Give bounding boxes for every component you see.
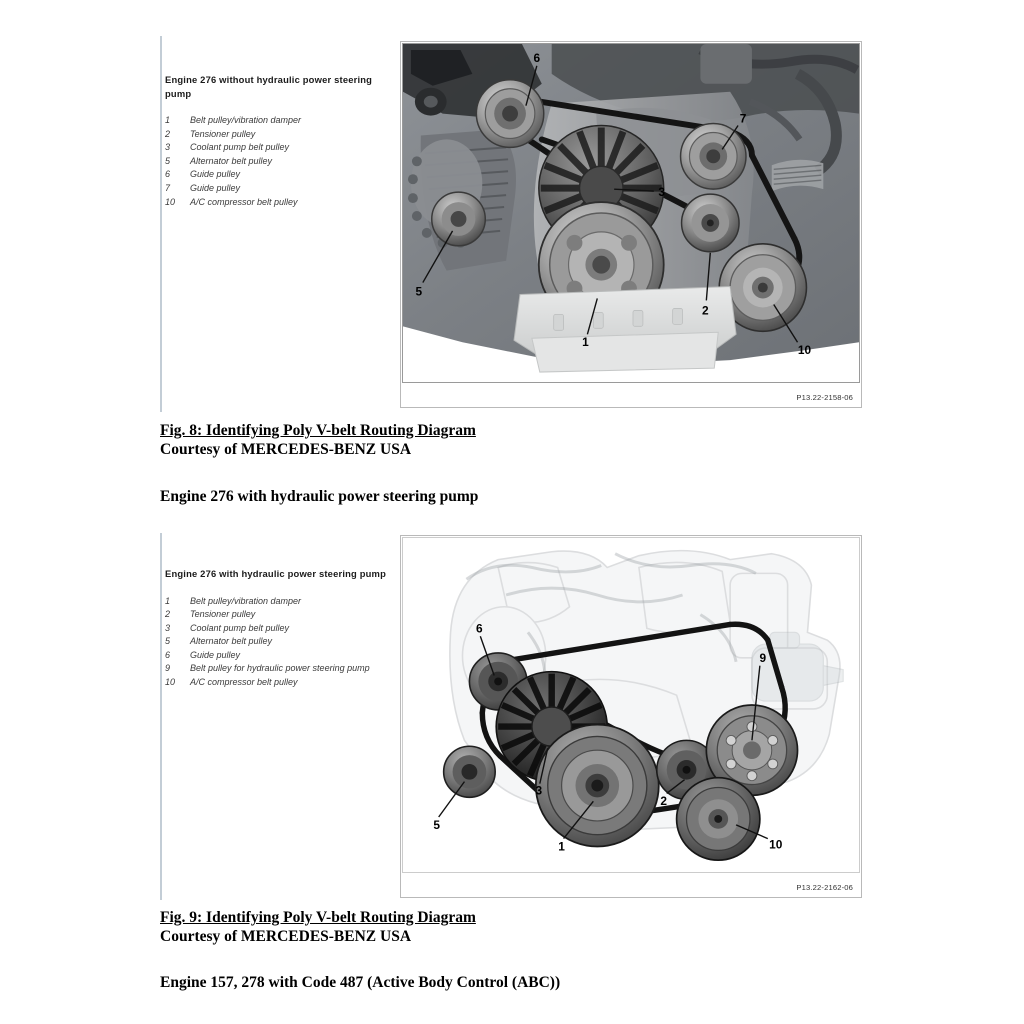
- legend-item-number: 2: [165, 609, 171, 620]
- legend-item: 1 Belt pulley/vibration damper: [165, 114, 397, 128]
- callout-6: 6: [534, 51, 541, 65]
- figure-1-legend: Engine 276 without hydraulic power steer…: [165, 36, 397, 209]
- legend-item-number: 6: [165, 649, 171, 660]
- legend-item-label: Belt pulley/vibration damper: [190, 595, 302, 606]
- legend-item: 9 Belt pulley for hydraulic power steeri…: [165, 662, 397, 676]
- legend-item-label: Tensioner pulley: [190, 128, 256, 139]
- legend-item: 1 Belt pulley/vibration damper: [165, 595, 397, 609]
- legend-item-number: 5: [165, 636, 171, 647]
- figure-1-image-code: P13.22-2158-06: [796, 393, 853, 402]
- legend-item-number: 3: [165, 142, 171, 153]
- legend-item-label: Alternator belt pulley: [190, 636, 273, 647]
- legend-item-label: Belt pulley/vibration damper: [190, 115, 302, 125]
- legend-item-number: 10: [165, 677, 176, 688]
- legend-item-label: Coolant pump belt pulley: [190, 622, 290, 633]
- legend-item: 5 Alternator belt pulley: [165, 155, 397, 169]
- pulley-7-guide: [679, 122, 747, 190]
- legend-item: 5 Alternator belt pulley: [165, 635, 397, 649]
- section-heading-engine-157-278: Engine 157, 278 with Code 487 (Active Bo…: [160, 974, 561, 991]
- figure-9-caption-courtesy: Courtesy of MERCEDES-BENZ USA: [160, 927, 412, 945]
- figure-1-panel: 6 7 3 5 1 2 10 P13.22-2158-06: [400, 41, 862, 408]
- legend-item-label: A/C compressor belt pulley: [190, 196, 298, 207]
- legend-item: 6 Guide pulley: [165, 649, 397, 663]
- callout-10: 10: [798, 343, 812, 357]
- pulley-10-ac-compressor: [675, 776, 761, 862]
- engine-photo-frame: 6 7 3 5 1 2 10: [402, 43, 860, 383]
- legend-title: Engine 276 without hydraulic power steer…: [165, 74, 373, 99]
- legend-item-number: 10: [165, 196, 176, 207]
- legend-item-number: 7: [165, 182, 171, 193]
- legend-item-number: 1: [165, 115, 171, 125]
- callout-5: 5: [433, 818, 440, 832]
- legend-item-label: Belt pulley for hydraulic power steering…: [190, 663, 370, 674]
- engine-photo-276-without-psp: 6 7 3 5 1 2 10: [403, 44, 859, 382]
- legend-item: 10 A/C compressor belt pulley: [165, 676, 397, 690]
- engine-illustration-frame: 6 9 3 5 1 2 10: [402, 537, 860, 873]
- legend-vertical-rule: [160, 533, 162, 900]
- legend-item-number: 5: [165, 155, 171, 166]
- legend-item-label: Guide pulley: [190, 182, 241, 193]
- legend-item-label: Guide pulley: [190, 649, 241, 660]
- figure-8-caption-courtesy: Courtesy of MERCEDES-BENZ USA: [160, 440, 412, 458]
- callout-3: 3: [535, 783, 542, 797]
- engine-illustration-276-with-psp: 6 9 3 5 1 2 10: [403, 538, 859, 872]
- callout-2: 2: [702, 303, 709, 317]
- pulley-6-guide: [475, 79, 545, 149]
- figure-2-panel: 6 9 3 5 1 2 10 P13.22-2162-06: [400, 535, 862, 898]
- legend-item-label: Coolant pump belt pulley: [190, 142, 290, 153]
- legend-item-label: A/C compressor belt pulley: [190, 677, 298, 688]
- legend-item: 2 Tensioner pulley: [165, 128, 397, 142]
- pulley-2-tensioner: [680, 193, 740, 253]
- legend-item-number: 1: [165, 595, 171, 606]
- pulley-5-alternator: [442, 745, 496, 799]
- legend-item-label: Tensioner pulley: [190, 609, 256, 620]
- callout-2: 2: [660, 794, 667, 808]
- callout-1: 1: [582, 335, 589, 349]
- legend-item-number: 3: [165, 622, 171, 633]
- callout-9: 9: [760, 651, 767, 665]
- figure-9-caption-title: Fig. 9: Identifying Poly V-belt Routing …: [160, 909, 476, 926]
- figure-9-caption: Fig. 9: Identifying Poly V-belt Routing …: [160, 909, 476, 946]
- legend-title: Engine 276 with hydraulic power steering…: [165, 568, 386, 579]
- legend-item: 6 Guide pulley: [165, 168, 397, 182]
- pulley-1-crank-damper: [534, 723, 660, 848]
- legend-item: 7 Guide pulley: [165, 182, 397, 196]
- figure-8-caption: Fig. 8: Identifying Poly V-belt Routing …: [160, 422, 476, 459]
- legend-list: 1 Belt pulley/vibration damper 2 Tension…: [165, 581, 397, 690]
- callout-7: 7: [740, 112, 747, 126]
- legend-item: 10 A/C compressor belt pulley: [165, 196, 397, 210]
- legend-item-label: Guide pulley: [190, 169, 241, 180]
- legend-item: 3 Coolant pump belt pulley: [165, 141, 397, 155]
- legend-item: 2 Tensioner pulley: [165, 608, 397, 622]
- figure-2-legend: Engine 276 with hydraulic power steering…: [165, 533, 397, 690]
- pulley-5-alternator: [431, 191, 487, 247]
- figure-2-image-code: P13.22-2162-06: [796, 883, 853, 892]
- legend-list: 1 Belt pulley/vibration damper 2 Tension…: [165, 100, 397, 209]
- callout-3: 3: [658, 185, 665, 199]
- legend-item-label: Alternator belt pulley: [190, 155, 273, 166]
- pulley-9-power-steering: [705, 704, 799, 797]
- callout-5: 5: [416, 284, 423, 298]
- legend-item-number: 6: [165, 169, 171, 180]
- callout-10: 10: [769, 837, 783, 851]
- figure-8-caption-title: Fig. 8: Identifying Poly V-belt Routing …: [160, 422, 476, 439]
- legend-item-number: 9: [165, 663, 171, 674]
- figure-2-image-area: 6 9 3 5 1 2 10: [402, 537, 860, 873]
- callout-6: 6: [476, 621, 483, 635]
- legend-vertical-rule: [160, 36, 162, 412]
- figure-1-image-area: 6 7 3 5 1 2 10: [402, 43, 860, 383]
- callout-1: 1: [558, 839, 565, 853]
- legend-item-number: 2: [165, 128, 171, 139]
- section-heading-engine-276-with-psp: Engine 276 with hydraulic power steering…: [160, 488, 479, 505]
- pulley-10-ac-compressor: [718, 243, 808, 333]
- legend-item: 3 Coolant pump belt pulley: [165, 622, 397, 636]
